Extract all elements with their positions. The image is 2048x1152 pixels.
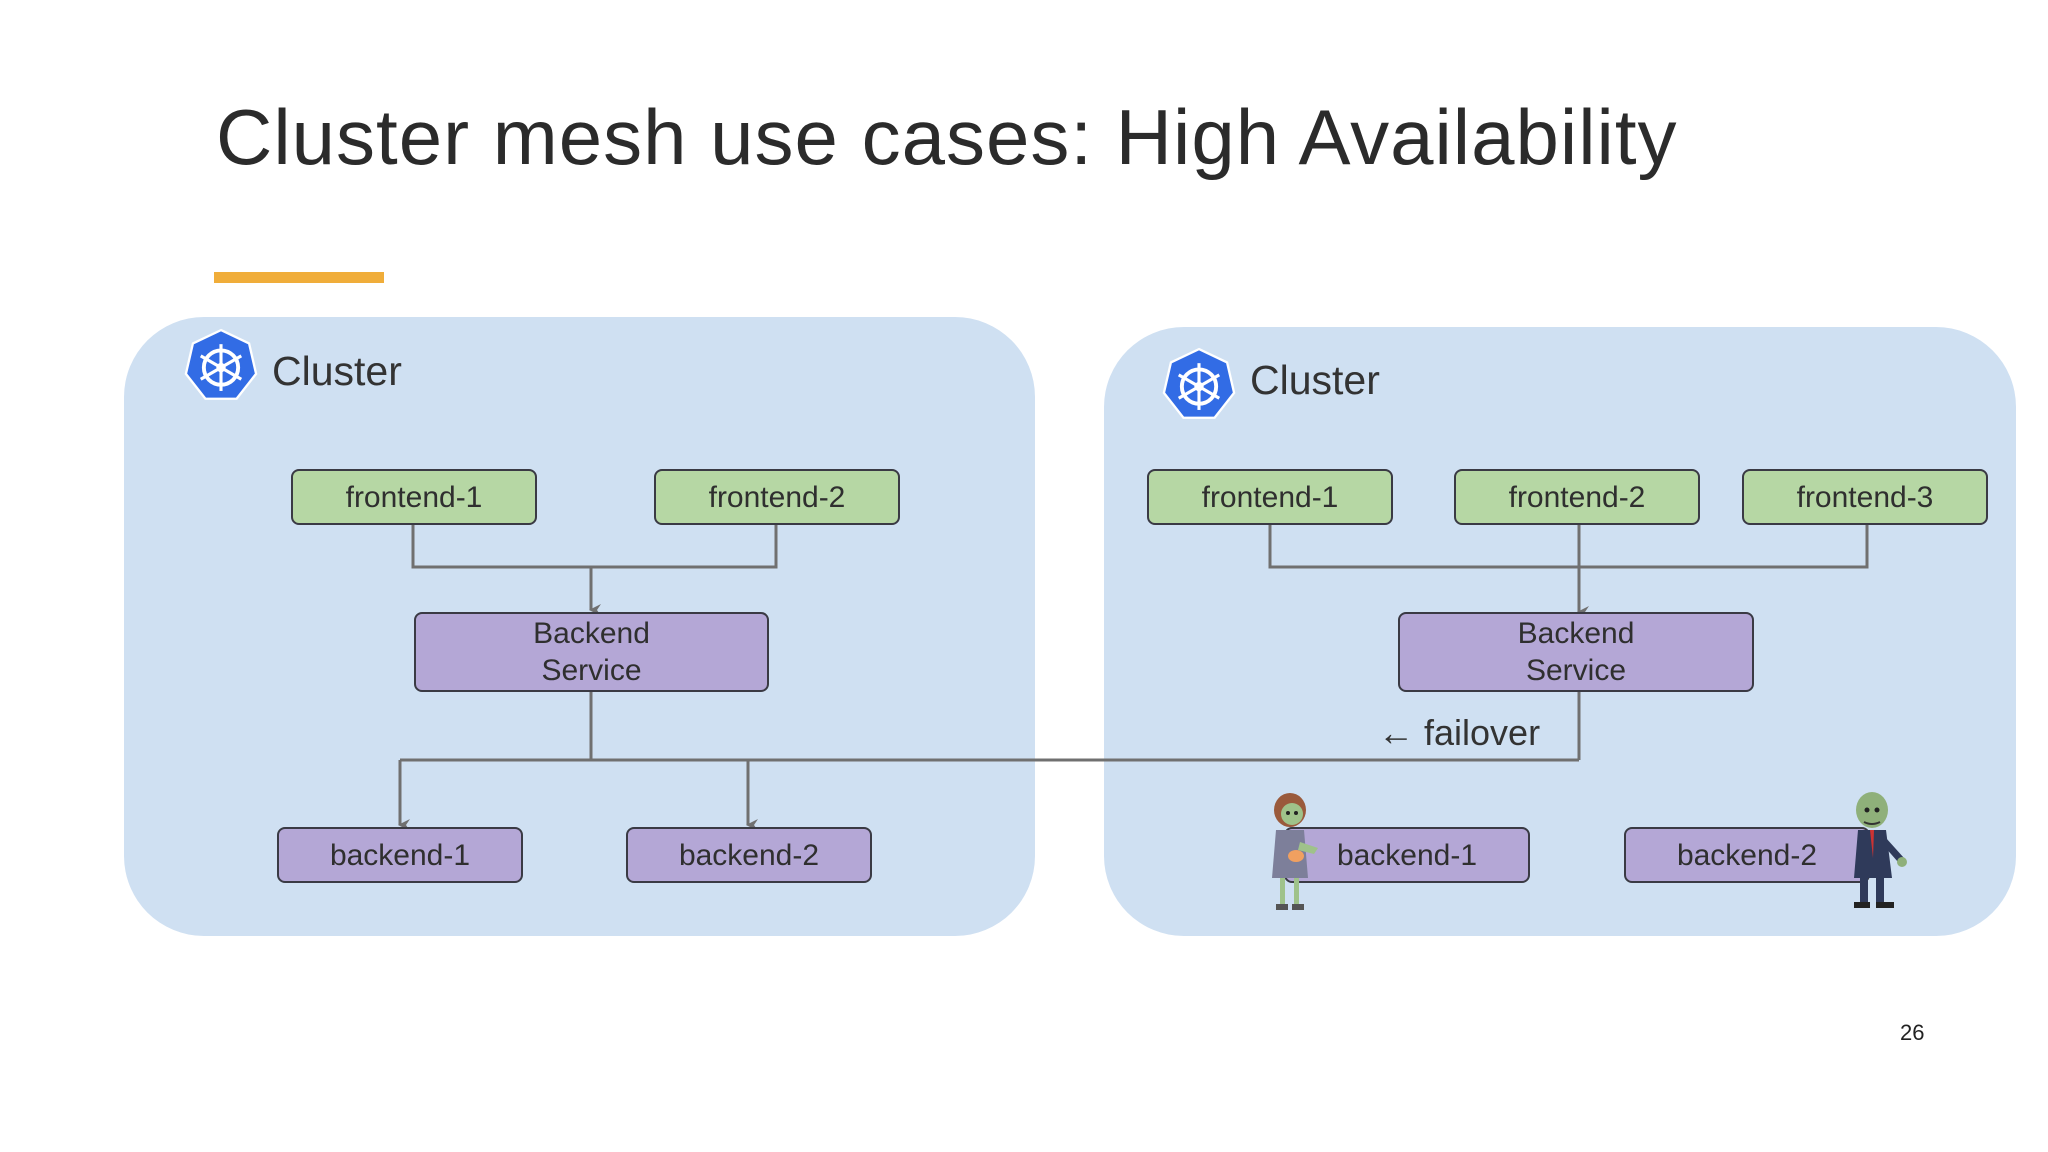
right-cluster-label: Cluster: [1250, 357, 1380, 403]
service-label-line2: Service: [1525, 654, 1627, 687]
service-label-line1: Backend: [533, 617, 650, 650]
right-backend-1-box: backend-1: [1284, 827, 1530, 883]
kubernetes-helm-icon: [1162, 347, 1236, 419]
left-frontend-1-box: frontend-1: [291, 469, 537, 525]
failover-label: ← failover: [1378, 712, 1541, 753]
right-backend-service-box: Backend Service: [1398, 612, 1754, 692]
left-backend-service-box: Backend Service: [414, 612, 769, 692]
title-accent-bar: [214, 272, 384, 283]
page-number: 26: [1900, 1020, 1925, 1045]
right-backend-2-box: backend-2: [1624, 827, 1870, 883]
right-frontend-3-box: frontend-3: [1742, 469, 1988, 525]
kubernetes-helm-icon: [184, 328, 258, 400]
slide-title: Cluster mesh use cases: High Availabilit…: [216, 93, 1678, 181]
left-backend-1-box: backend-1: [277, 827, 523, 883]
left-frontend-2-box: frontend-2: [654, 469, 900, 525]
left-backend-2-box: backend-2: [626, 827, 872, 883]
service-label-line2: Service: [541, 654, 642, 687]
zombie-man-icon: [1854, 792, 1907, 908]
right-frontend-1-box: frontend-1: [1147, 469, 1393, 525]
zombie-woman-icon: [1272, 793, 1318, 910]
service-label-line1: Backend: [1517, 617, 1635, 650]
left-cluster-label: Cluster: [272, 348, 402, 394]
right-frontend-2-box: frontend-2: [1454, 469, 1700, 525]
